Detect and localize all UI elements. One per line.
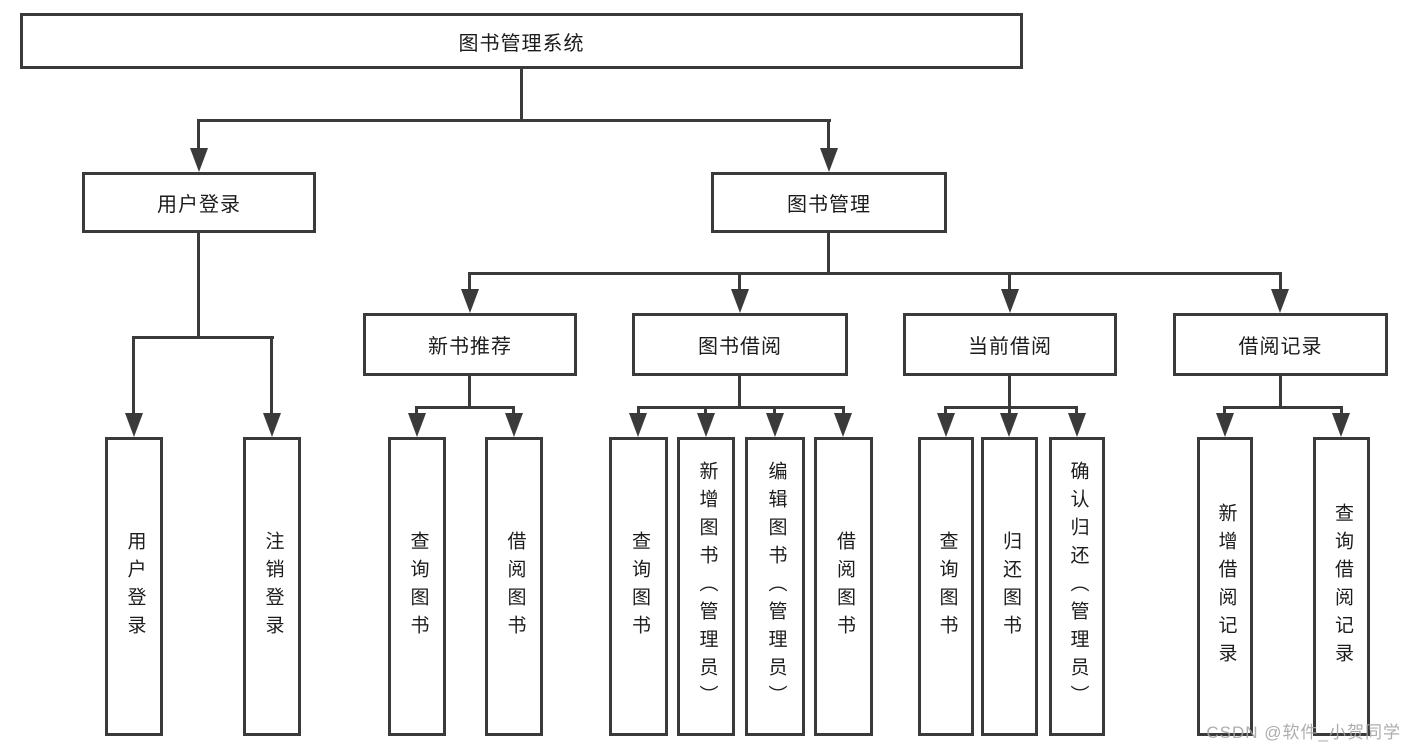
- arrowhead-down-icon: [1001, 289, 1019, 313]
- node-user-login: 用户登录: [82, 172, 316, 233]
- connector-line: [520, 69, 523, 119]
- leaf-label: 查询图书: [407, 530, 429, 643]
- leaf-query-borrow-record: 查询借阅记录: [1313, 437, 1370, 736]
- arrowhead-down-icon: [820, 148, 838, 172]
- node-book-management: 图书管理: [711, 172, 947, 233]
- leaf-query-books-current: 查询图书: [918, 437, 974, 736]
- connector-line: [197, 233, 200, 336]
- arrowhead-down-icon: [731, 289, 749, 313]
- leaf-label: 确认归还（管理员）: [1067, 460, 1089, 713]
- connector-line: [1008, 376, 1011, 406]
- node-borrow-records: 借阅记录: [1173, 313, 1388, 376]
- connector-line: [637, 406, 640, 413]
- leaf-add-book-admin: 新增图书（管理员）: [677, 437, 735, 736]
- connector-line: [415, 406, 515, 409]
- connector-line: [944, 406, 1078, 409]
- node-new-book-recommend: 新书推荐: [363, 313, 577, 376]
- leaf-user-login: 用户登录: [105, 437, 163, 736]
- arrowhead-down-icon: [766, 413, 784, 437]
- arrowhead-down-icon: [408, 413, 426, 437]
- connector-line: [1008, 272, 1011, 289]
- arrowhead-down-icon: [1271, 289, 1289, 313]
- node-label: 图书管理系统: [458, 32, 585, 55]
- connector-line: [512, 406, 515, 413]
- connector-line: [468, 376, 471, 406]
- connector-line: [132, 336, 135, 413]
- connector-line: [704, 406, 707, 413]
- arrowhead-down-icon: [1068, 413, 1086, 437]
- connector-line: [773, 406, 776, 413]
- node-root: 图书管理系统: [20, 13, 1023, 69]
- arrowhead-down-icon: [125, 413, 143, 437]
- arrowhead-down-icon: [461, 289, 479, 313]
- leaf-label: 查询图书: [628, 530, 650, 643]
- connector-line: [738, 272, 741, 289]
- node-label: 当前借阅: [968, 336, 1052, 358]
- connector-line: [1279, 272, 1282, 289]
- node-label: 借阅记录: [1238, 336, 1323, 358]
- node-label: 新书推荐: [428, 336, 512, 358]
- node-label: 用户登录: [157, 194, 241, 216]
- arrowhead-down-icon: [263, 413, 281, 437]
- leaf-borrow-books-recommend: 借阅图书: [485, 437, 543, 736]
- connector-line: [270, 336, 273, 413]
- node-current-borrow: 当前借阅: [903, 313, 1117, 376]
- connector-line: [1008, 406, 1011, 413]
- leaf-label: 查询借阅记录: [1331, 502, 1353, 671]
- node-book-borrow: 图书借阅: [632, 313, 848, 376]
- connector-line: [197, 119, 831, 122]
- leaf-return-book: 归还图书: [981, 437, 1038, 736]
- leaf-confirm-return-admin: 确认归还（管理员）: [1049, 437, 1105, 736]
- leaf-borrow-books: 借阅图书: [814, 437, 873, 736]
- connector-line: [132, 336, 274, 339]
- leaf-label: 借阅图书: [504, 530, 526, 643]
- leaf-logout: 注销登录: [243, 437, 301, 736]
- node-label: 图书借阅: [698, 336, 782, 358]
- arrowhead-down-icon: [505, 413, 523, 437]
- connector-line: [415, 406, 418, 413]
- leaf-edit-book-admin: 编辑图书（管理员）: [745, 437, 805, 736]
- connector-line: [827, 233, 830, 272]
- connector-line: [468, 272, 1282, 275]
- connector-line: [1279, 376, 1282, 406]
- connector-line: [197, 119, 200, 148]
- arrowhead-down-icon: [1000, 413, 1018, 437]
- arrowhead-down-icon: [697, 413, 715, 437]
- connector-line: [827, 119, 830, 148]
- leaf-label: 编辑图书（管理员）: [765, 460, 787, 713]
- leaf-query-books-borrow: 查询图书: [609, 437, 668, 736]
- connector-line: [1223, 406, 1226, 413]
- leaf-add-borrow-record: 新增借阅记录: [1197, 437, 1253, 736]
- watermark: CSDN @软件_小贺同学: [1206, 723, 1401, 742]
- arrowhead-down-icon: [190, 148, 208, 172]
- connector-line: [468, 272, 471, 289]
- connector-line: [1075, 406, 1078, 413]
- arrowhead-down-icon: [834, 413, 852, 437]
- leaf-label: 注销登录: [262, 530, 284, 643]
- leaf-query-books-recommend: 查询图书: [388, 437, 446, 736]
- arrowhead-down-icon: [1216, 413, 1234, 437]
- leaf-label: 归还图书: [999, 530, 1021, 643]
- arrowhead-down-icon: [1332, 413, 1350, 437]
- connector-line: [738, 376, 741, 406]
- leaf-label: 用户登录: [124, 530, 146, 643]
- connector-line: [637, 406, 845, 409]
- leaf-label: 新增借阅记录: [1215, 502, 1237, 671]
- connector-line: [1223, 406, 1343, 409]
- connector-line: [944, 406, 947, 413]
- connector-line: [1340, 406, 1343, 413]
- leaf-label: 新增图书（管理员）: [696, 460, 718, 713]
- leaf-label: 查询图书: [936, 530, 958, 643]
- arrowhead-down-icon: [629, 413, 647, 437]
- leaf-label: 借阅图书: [833, 530, 855, 643]
- arrowhead-down-icon: [937, 413, 955, 437]
- connector-line: [842, 406, 845, 413]
- node-label: 图书管理: [787, 194, 871, 216]
